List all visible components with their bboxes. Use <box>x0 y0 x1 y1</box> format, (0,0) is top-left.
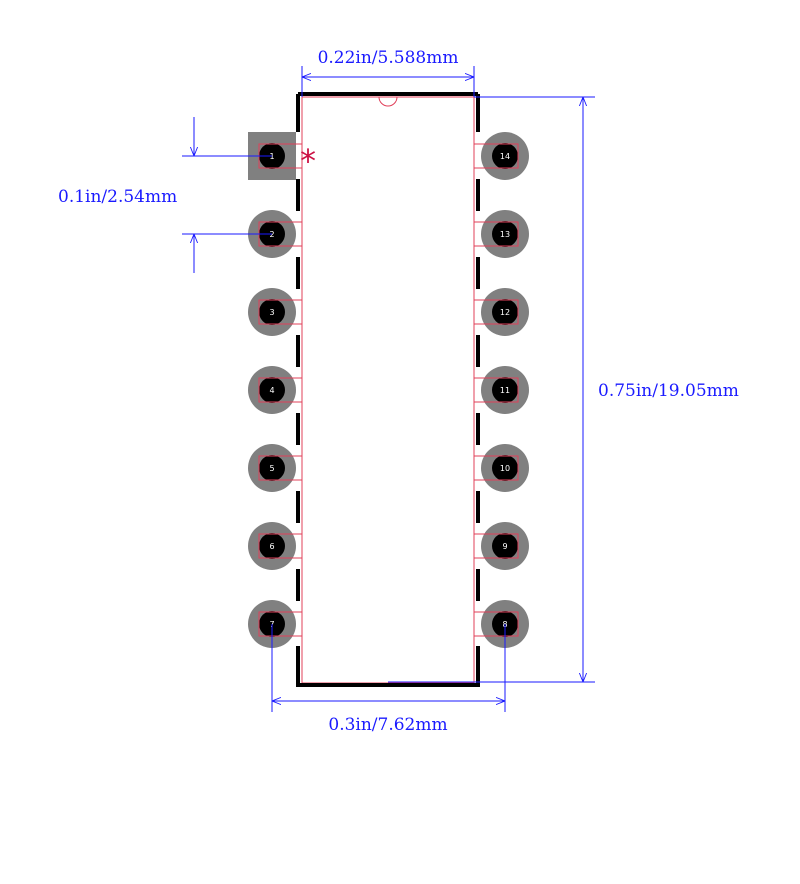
lead-outline <box>474 299 519 325</box>
pin-number: 4 <box>269 386 274 395</box>
pin1-notch <box>378 96 398 107</box>
pin-number: 13 <box>500 230 510 239</box>
pin-pad-11: 11 <box>474 366 529 414</box>
drill-hole <box>259 377 285 403</box>
dimension-body-width-label: 0.22in/5.588mm <box>318 48 459 68</box>
pin-number: 11 <box>500 386 510 395</box>
pin-pad-12: 12 <box>474 288 529 336</box>
lead-outline <box>258 299 302 325</box>
pin-pad-10: 10 <box>474 444 529 492</box>
drill-hole <box>259 533 285 559</box>
drill-hole <box>492 533 518 559</box>
pin-number: 6 <box>269 542 274 551</box>
pin-pad-3: 3 <box>248 288 302 336</box>
drill-hole <box>492 221 518 247</box>
pin-pad-4: 4 <box>248 366 302 414</box>
pin-number: 14 <box>500 152 510 161</box>
lead-outline <box>474 611 519 637</box>
dimension-pitch <box>182 117 272 273</box>
dimension-body-width <box>301 66 475 97</box>
pin-pad-6: 6 <box>248 522 302 570</box>
pin-number: 12 <box>500 308 510 317</box>
lead-outline <box>474 533 519 559</box>
silkscreen-outline <box>296 92 480 687</box>
drill-hole <box>492 377 518 403</box>
pin-pad-5: 5 <box>248 444 302 492</box>
lead-outline <box>474 143 519 169</box>
package-courtyard-outline <box>301 96 475 684</box>
pin-pad-13: 13 <box>474 210 529 258</box>
right-pin-row: 14 13 12 11 10 9 8 <box>474 132 529 648</box>
dimension-row-spacing-label: 0.3in/7.62mm <box>328 715 447 735</box>
pin-number: 9 <box>502 542 507 551</box>
pin-number: 10 <box>500 464 510 473</box>
lead-outline <box>258 611 302 637</box>
drill-hole <box>259 455 285 481</box>
drill-hole <box>492 299 518 325</box>
pin-pad-14: 14 <box>474 132 529 180</box>
dimension-body-length <box>388 96 595 683</box>
lead-outline <box>258 377 302 403</box>
lead-outline <box>474 377 519 403</box>
pin-number: 3 <box>269 308 274 317</box>
dimension-row-spacing <box>271 624 506 712</box>
lead-outline <box>258 455 302 481</box>
drill-hole <box>259 299 285 325</box>
lead-outline <box>258 533 302 559</box>
dimension-body-length-label: 0.75in/19.05mm <box>598 381 739 401</box>
pin-pad-8: 8 <box>474 600 529 648</box>
lead-outline <box>474 455 519 481</box>
dimension-pitch-label: 0.1in/2.54mm <box>58 187 177 207</box>
pin-number: 5 <box>269 464 274 473</box>
drill-hole <box>492 143 518 169</box>
drill-hole <box>492 455 518 481</box>
pin-pad-9: 9 <box>474 522 529 570</box>
pin1-marker: * <box>300 142 316 180</box>
pin-pad-7: 7 <box>248 600 302 648</box>
lead-outline <box>474 221 519 247</box>
